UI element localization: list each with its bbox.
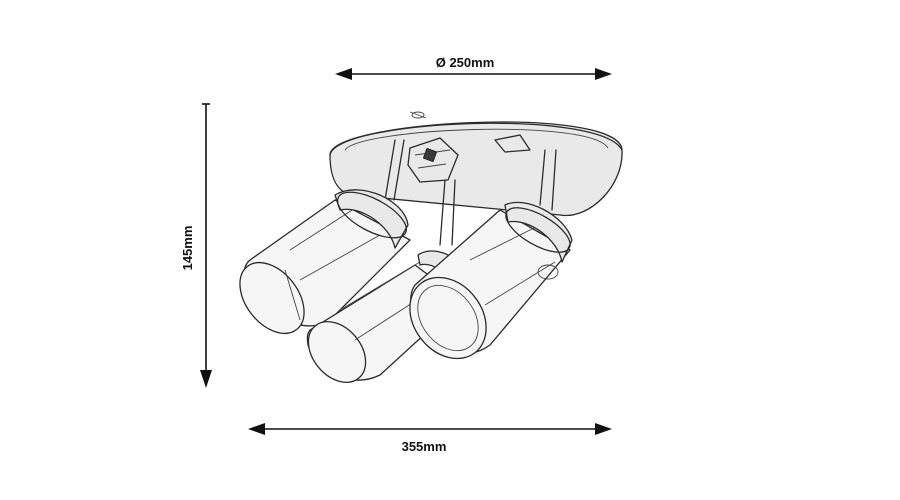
- diameter-arrow-left: [335, 68, 352, 80]
- center-mount-bracket: [407, 134, 531, 183]
- width-arrow-right: [595, 423, 612, 435]
- right-glass-shade: [409, 201, 573, 360]
- diameter-dimension: Ø 250mm: [335, 55, 612, 80]
- width-label: 355mm: [402, 439, 447, 454]
- support-stems: [384, 139, 557, 246]
- ceiling-lamp-illustration: [239, 111, 623, 383]
- width-dimension: 355mm: [248, 423, 612, 454]
- diameter-label: Ø 250mm: [436, 55, 495, 70]
- height-dimension: 145mm: [180, 103, 212, 388]
- height-arrow-bottom: [200, 370, 212, 388]
- width-arrow-left: [248, 423, 265, 435]
- height-label: 145mm: [180, 226, 195, 271]
- left-glass-shade: [239, 189, 411, 335]
- diameter-arrow-right: [595, 68, 612, 80]
